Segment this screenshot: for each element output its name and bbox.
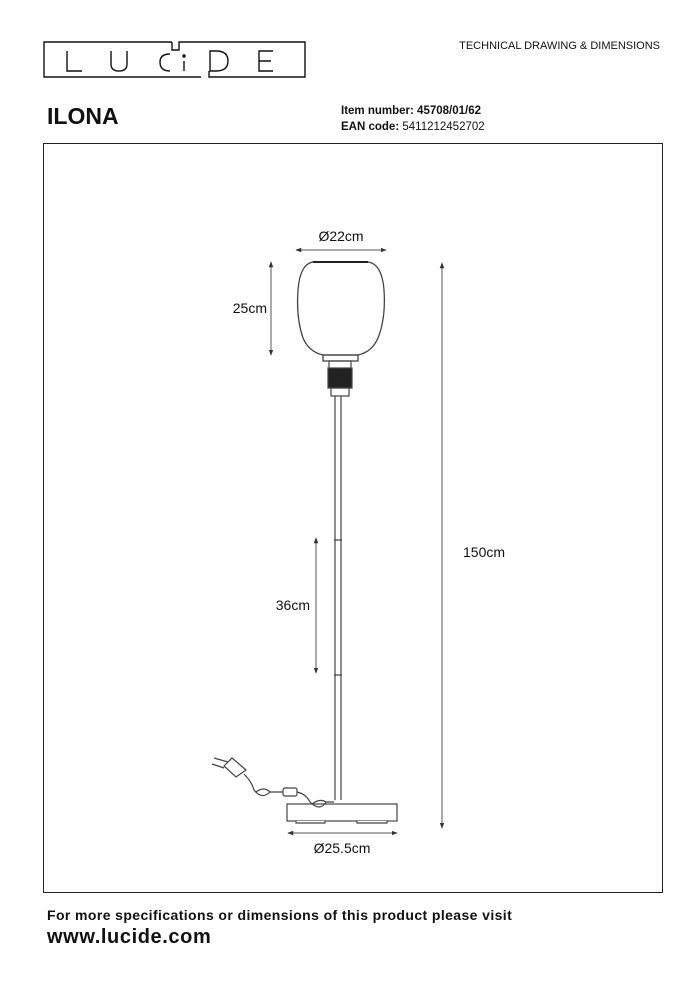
website-link[interactable]: www.lucide.com	[47, 926, 212, 948]
power-cord	[211, 757, 334, 808]
dimension-lines	[268, 247, 445, 836]
item-number: 45708/01/62	[417, 105, 481, 117]
product-name: ILONA	[47, 103, 119, 129]
item-number-label: Item number:	[341, 105, 414, 117]
total-height-label: 150cm	[463, 544, 505, 560]
lamp-shade	[296, 261, 386, 362]
shade-diameter-label: Ø22cm	[318, 228, 363, 244]
shade-height-label: 25cm	[233, 300, 267, 316]
footer-text: For more specifications or dimensions of…	[47, 907, 513, 923]
lamp-stem	[327, 360, 353, 800]
item-info: Item number: 45708/01/62 EAN code: 54112…	[341, 103, 485, 135]
document-type: TECHNICAL DRAWING & DIMENSIONS	[459, 40, 660, 52]
item-number-row: Item number: 45708/01/62	[341, 103, 485, 119]
ean-code: 5411212452702	[402, 121, 485, 133]
stem-segment-label: 36cm	[276, 597, 310, 613]
lamp-base	[286, 803, 398, 824]
drawing-frame	[43, 143, 663, 893]
ean-row: EAN code: 5411212452702	[341, 119, 485, 135]
ean-label: EAN code:	[341, 121, 400, 133]
base-diameter-label: Ø25.5cm	[314, 840, 371, 856]
